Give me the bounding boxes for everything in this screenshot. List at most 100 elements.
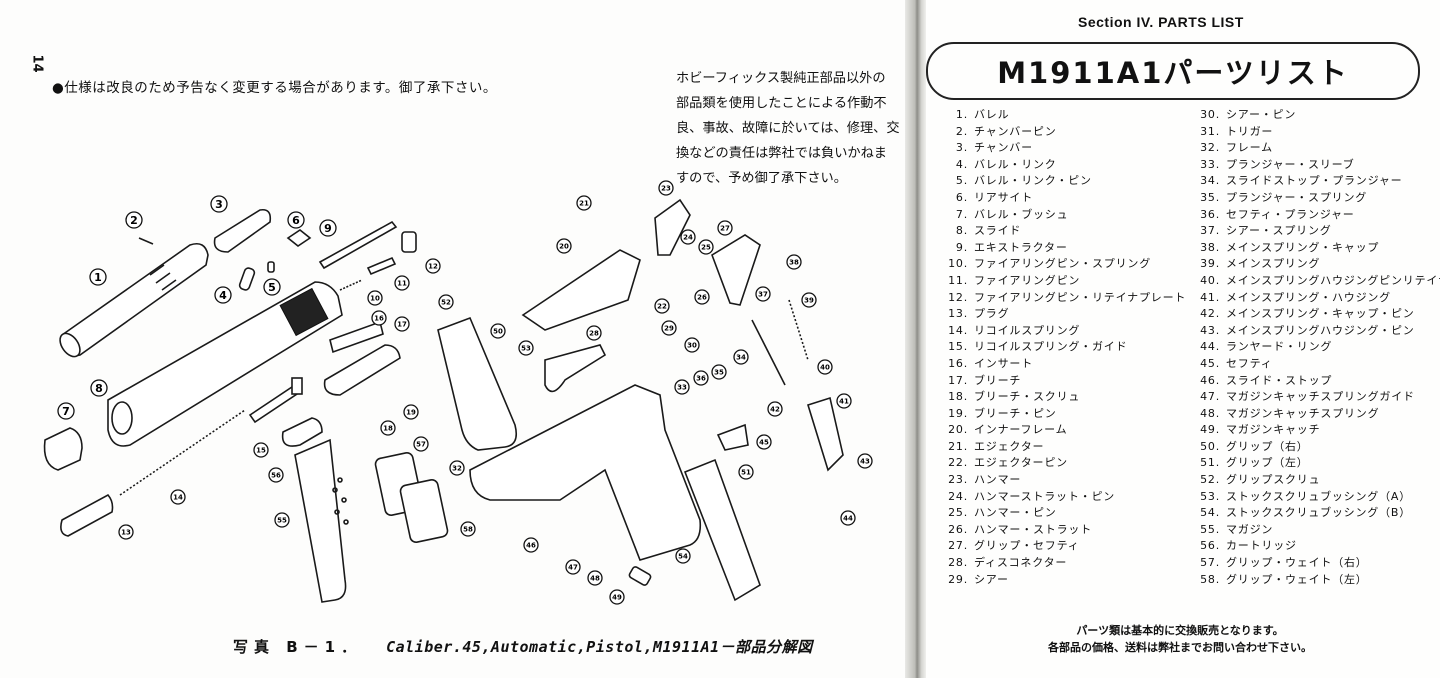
callout-circle — [380, 420, 396, 436]
part-list-item: 16.インサート — [930, 356, 1186, 373]
callout-42: 42 — [767, 401, 783, 417]
part-name: エキストラクター — [974, 240, 1068, 254]
callout-circle — [756, 434, 772, 450]
callout-circle — [609, 589, 625, 605]
callout-circle — [565, 559, 581, 575]
callout-36: 36 — [693, 370, 709, 386]
part-number: 54. — [1200, 506, 1220, 520]
part-number: 21. — [948, 439, 968, 453]
callout-number: 42 — [770, 406, 780, 414]
part-list-item: 31.トリガー — [1182, 124, 1440, 141]
part-list-item: 17.ブリーチ — [930, 373, 1186, 390]
part-number: 45. — [1200, 356, 1220, 370]
part-number: 40. — [1200, 273, 1220, 287]
callout-circle — [840, 510, 856, 526]
part-name: スライド — [974, 224, 1022, 238]
callout-circle — [90, 379, 108, 397]
part-number: 25. — [948, 506, 968, 520]
callout-number: 29 — [664, 325, 674, 333]
part-number: 51. — [1200, 456, 1220, 470]
part-name: シアー・スプリング — [1226, 224, 1332, 238]
part-number: 50. — [1200, 439, 1220, 453]
callout-number: 47 — [568, 564, 578, 572]
part-number: 22. — [948, 456, 968, 470]
part-name: フレーム — [1226, 141, 1273, 155]
callout-56: 56 — [268, 467, 284, 483]
part-name: エジェクターピン — [974, 456, 1068, 470]
part-list-item: 53.ストックスクリュブッシング（A） — [1182, 489, 1440, 506]
part-number: 34. — [1200, 174, 1220, 188]
part-list-item: 29. シアー — [930, 572, 1186, 589]
part-number: 1. — [955, 108, 968, 121]
section-heading: Section IV. PARTS LIST — [1078, 14, 1244, 30]
part-list-item: 15.リコイルスプリング・ガイド — [930, 339, 1186, 356]
callout-5: 5 — [263, 278, 281, 296]
callout-circle — [586, 325, 602, 341]
part-number: 8. — [955, 224, 968, 238]
callout-circle — [263, 278, 281, 296]
part-list-item: 23.ハンマー — [930, 472, 1186, 489]
callout-number: 58 — [463, 526, 473, 534]
callout-circle — [755, 286, 771, 302]
parts-sales-note: パーツ類は基本的に交換販売となります。 各部品の価格、送料は弊社までお問い合わせ… — [1000, 622, 1360, 656]
part-list-item: 9.エキストラクター — [930, 240, 1186, 257]
part-name: バレル — [974, 108, 1010, 121]
part-number: 32. — [1200, 141, 1220, 155]
part-name: リコイルスプリング — [974, 323, 1081, 337]
callout-circle — [693, 370, 709, 386]
part-list-item: 37.シアー・スプリング — [1182, 223, 1440, 240]
callout-8: 8 — [90, 379, 108, 397]
callout-circle — [425, 258, 441, 274]
disclaimer-line: 換などの責任は弊社では負いかねま — [676, 146, 887, 161]
part-number: 49. — [1200, 423, 1220, 437]
disclaimer-line: すので、予め御了承下さい。 — [676, 171, 847, 186]
callout-circle — [674, 379, 690, 395]
part-list-item: 25.ハンマー・ピン — [930, 505, 1186, 522]
part-list-item: 48.マガジンキャッチスプリング — [1182, 406, 1440, 423]
callout-circle — [319, 219, 337, 237]
part-number: 3. — [955, 141, 968, 155]
callout-25: 25 — [698, 239, 714, 255]
callout-circle — [253, 442, 269, 458]
callout-10: 10 — [367, 290, 383, 306]
callout-number: 27 — [720, 225, 730, 233]
part-list-item: 4.バレル・リンク — [930, 157, 1186, 174]
callout-44: 44 — [840, 510, 856, 526]
callout-circle — [738, 464, 754, 480]
part-name: インナーフレーム — [974, 423, 1068, 437]
callout-circle — [438, 294, 454, 310]
part-number: 42. — [1200, 307, 1220, 321]
part-list-item: 35.プランジャー・スプリング — [1182, 190, 1440, 207]
part-number: 41. — [1200, 290, 1220, 304]
callout-19: 19 — [403, 404, 419, 420]
callout-circle — [371, 310, 387, 326]
callout-number: 14 — [173, 494, 183, 502]
part-name: カートリッジ — [1226, 539, 1297, 553]
callout-circle — [518, 340, 534, 356]
callout-number: 15 — [256, 447, 266, 455]
callout-circle — [118, 524, 134, 540]
part-list-item: 47.マガジンキャッチスプリングガイド — [1182, 389, 1440, 406]
callout-circle — [587, 570, 603, 586]
callout-circle — [403, 404, 419, 420]
parts-list-title: M1911A1パーツリスト — [997, 56, 1349, 90]
part-number: 17. — [948, 373, 968, 387]
part-name: セフティ・プランジャー — [1226, 207, 1355, 221]
part-number: 11. — [948, 273, 968, 287]
part-name: グリップ・ウェイト（右） — [1226, 556, 1368, 570]
callout-number: 25 — [701, 244, 711, 252]
part-list-item: 52.グリップスクリュ — [1182, 472, 1440, 489]
callout-number: 12 — [428, 263, 438, 271]
part-number: 53. — [1200, 489, 1220, 503]
part-name: グリップ・ウェイト（左） — [1226, 572, 1368, 586]
part-number: 29. — [948, 572, 968, 586]
callout-circle — [675, 548, 691, 564]
part-list-item: 58.グリップ・ウェイト（左） — [1182, 572, 1440, 589]
callout-circle — [89, 268, 107, 286]
callout-circle — [449, 460, 465, 476]
part-name: シアー — [974, 572, 1009, 586]
footer-line: パーツ類は基本的に交換販売となります。 — [1076, 624, 1284, 637]
part-number: 30. — [1200, 108, 1220, 121]
part-number: 33. — [1200, 157, 1220, 171]
part-list-item: 51.グリップ（左） — [1182, 455, 1440, 472]
